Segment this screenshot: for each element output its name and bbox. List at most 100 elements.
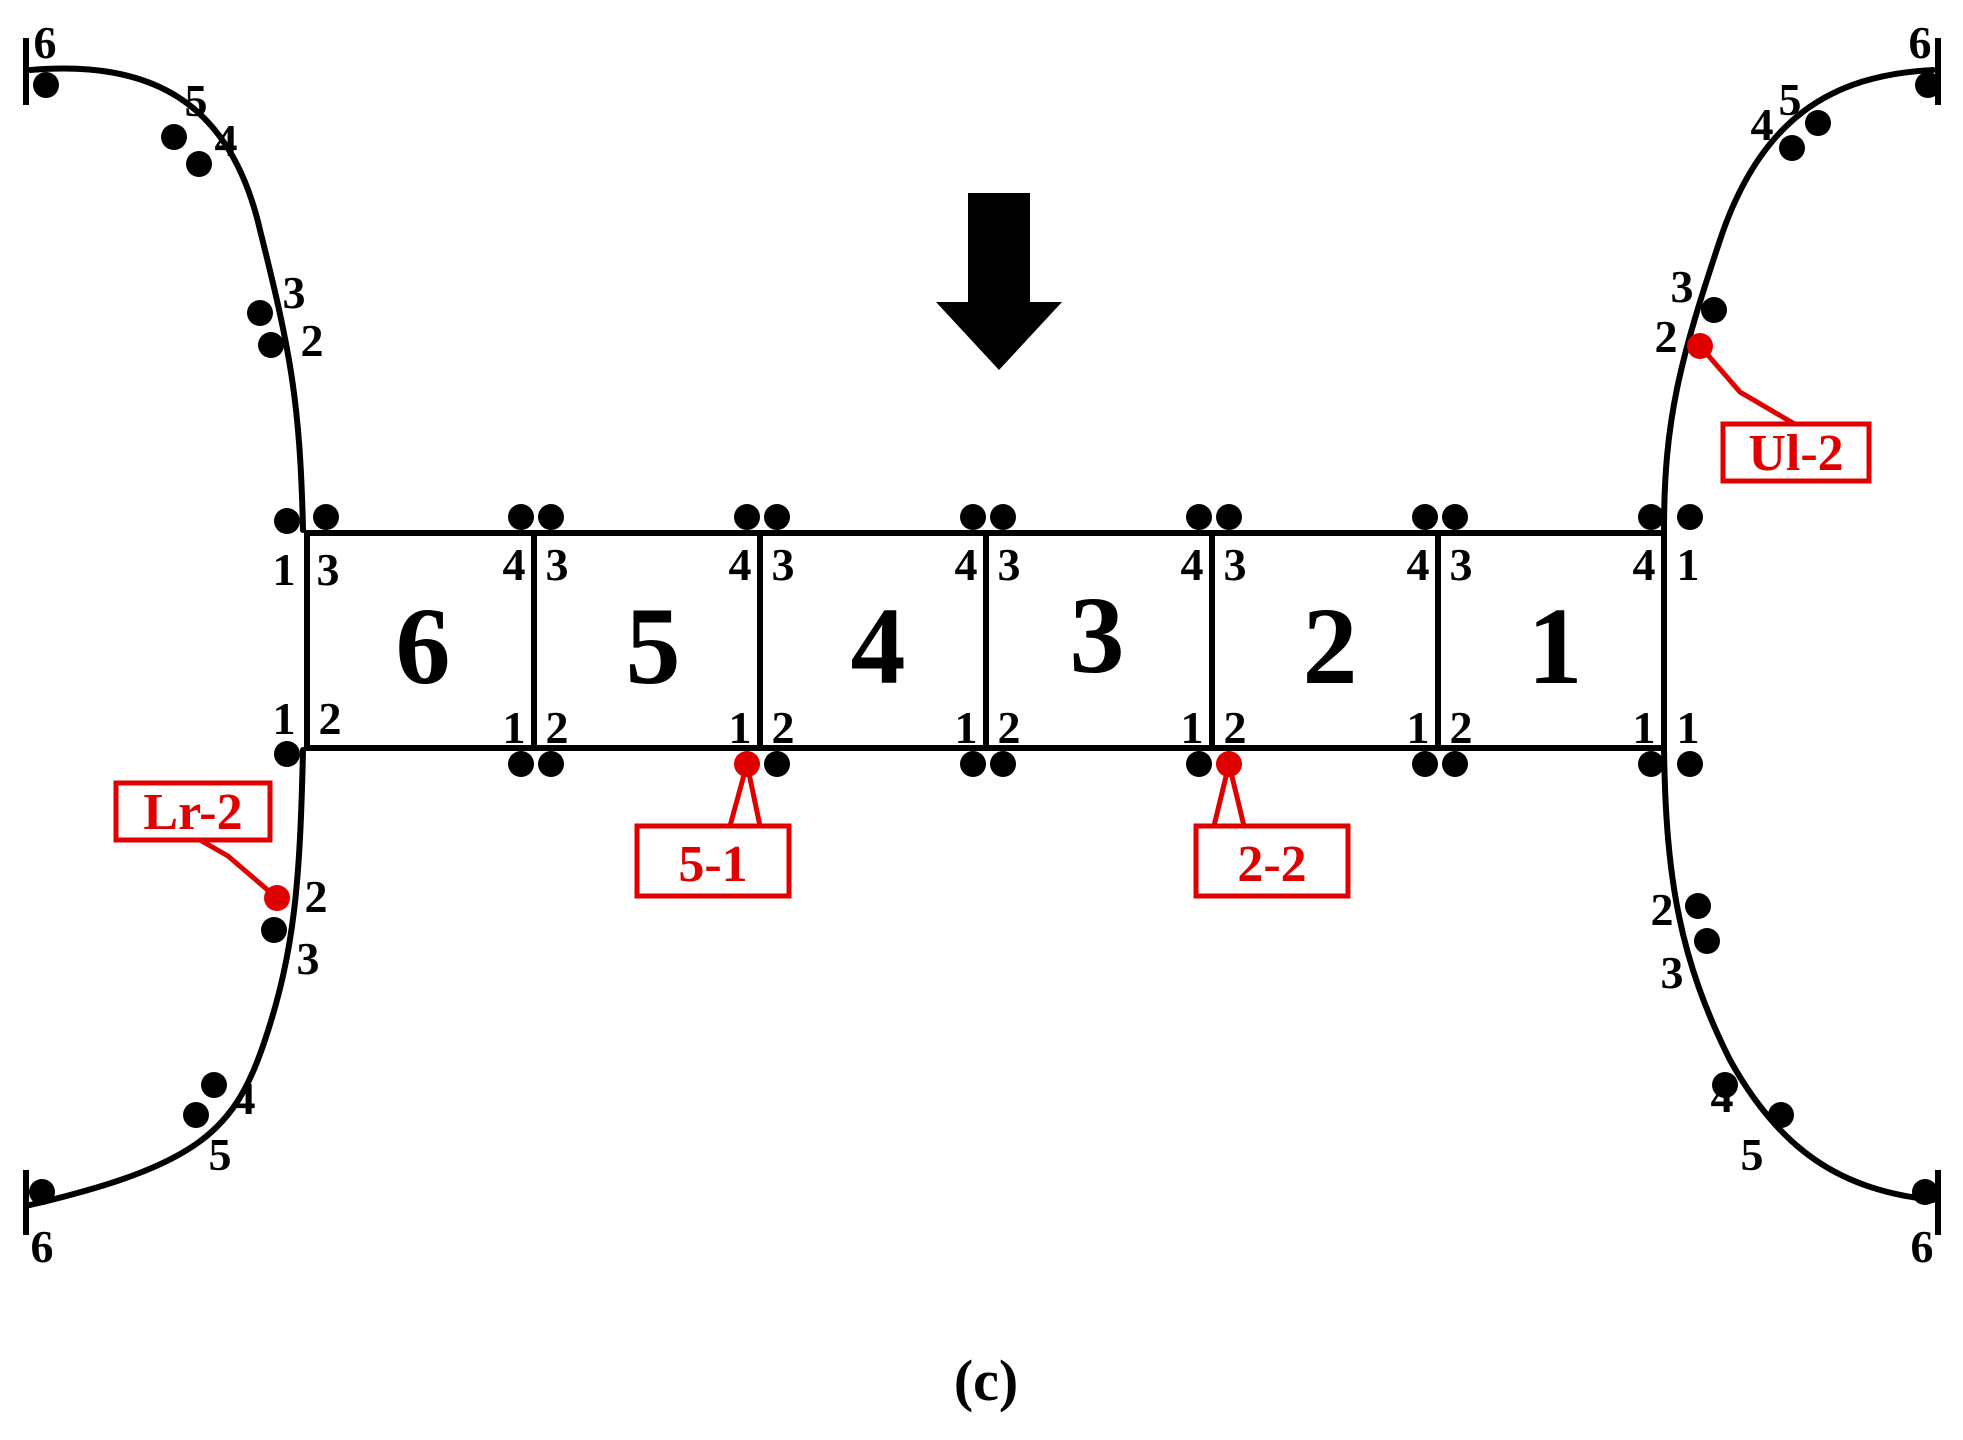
- lower-right-rib: [1661, 747, 1936, 1203]
- joint-label: 4: [1633, 539, 1656, 590]
- arch-label: 4: [233, 1073, 256, 1124]
- arch-label: 6: [31, 1221, 54, 1272]
- joint-label: 1: [1633, 702, 1656, 753]
- leader-line: [1210, 763, 1248, 829]
- arch-label: 2: [1651, 884, 1674, 935]
- leader-line: [1698, 344, 1800, 429]
- figure-caption: (c): [954, 1348, 1018, 1413]
- joint-label: 3: [1224, 539, 1247, 590]
- dot: [1442, 751, 1468, 777]
- dot: [1805, 110, 1831, 136]
- arch-label: 5: [1741, 1129, 1764, 1180]
- arch-label: 6: [1909, 17, 1932, 68]
- bottom-joint-labels: 1 2 1 2 1 2 1 2 1 2 1 2 1 1: [273, 693, 1700, 753]
- joint-label: 3: [1450, 539, 1473, 590]
- callout-box-ul: [1720, 421, 1872, 484]
- dot: [1685, 893, 1711, 919]
- arch-label: 3: [1661, 947, 1684, 998]
- dot: [1186, 504, 1212, 530]
- dot: [161, 124, 187, 150]
- joint-label: 3: [998, 539, 1021, 590]
- callout-box-lr: [113, 780, 273, 843]
- dot: [990, 504, 1016, 530]
- dot: [764, 504, 790, 530]
- dot: [274, 741, 300, 767]
- dot: [1694, 928, 1720, 954]
- arch-label: 3: [1671, 261, 1694, 312]
- dot: [1912, 1179, 1938, 1205]
- joint-label: 4: [1407, 539, 1430, 590]
- arch-label: 2: [305, 871, 328, 922]
- dot: [247, 300, 273, 326]
- dot: [764, 751, 790, 777]
- leader-line: [198, 837, 279, 900]
- callouts: Ul-2 Lr-2 5-1 2-2: [113, 333, 1872, 911]
- arch-label: 6: [34, 17, 57, 68]
- arch-label: 4: [1751, 99, 1774, 150]
- down-arrow-icon: [936, 193, 1062, 370]
- lower-left-rib: [27, 747, 306, 1208]
- joint-label: 4: [955, 539, 978, 590]
- joint-label: 4: [1181, 539, 1204, 590]
- joint-label: 3: [772, 539, 795, 590]
- joint-label: 1: [1677, 539, 1700, 590]
- dot: [258, 332, 284, 358]
- deck-dots: [274, 504, 1703, 777]
- callout-label-lr: Lr-2: [143, 784, 242, 841]
- dot: [508, 751, 534, 777]
- dot: [1186, 751, 1212, 777]
- segment-3: 3: [1070, 574, 1125, 696]
- joint-label: 1: [1677, 702, 1700, 753]
- segment-5: 5: [626, 585, 681, 707]
- dot: [29, 1179, 55, 1205]
- dot: [734, 504, 760, 530]
- dot: [1412, 751, 1438, 777]
- arch-dots: [29, 72, 1941, 1205]
- arch-label: 2: [301, 315, 324, 366]
- dot: [1638, 504, 1664, 530]
- joint-label: 4: [503, 539, 526, 590]
- arch-label: 5: [1779, 74, 1802, 125]
- deck-frame: [304, 530, 1667, 751]
- dot: [1701, 297, 1727, 323]
- dot: [274, 508, 300, 534]
- joint-label: 4: [729, 539, 752, 590]
- joint-label: 1: [955, 702, 978, 753]
- dot: [313, 504, 339, 530]
- dot: [1442, 504, 1468, 530]
- dot: [508, 504, 534, 530]
- arch-label: 4: [215, 115, 238, 166]
- joint-label: 1: [273, 544, 296, 595]
- joint-label: 1: [1407, 702, 1430, 753]
- callout-box-2-2: [1193, 823, 1351, 899]
- dot: [186, 151, 212, 177]
- dot: [1915, 72, 1941, 98]
- segment-6: 6: [396, 585, 451, 707]
- joint-label: 1: [729, 702, 752, 753]
- arch-label: 4: [1711, 1071, 1734, 1122]
- joint-label: 1: [273, 693, 296, 744]
- arch-ribs: [27, 65, 1936, 1208]
- callout-label-2-2: 2-2: [1237, 836, 1306, 893]
- arch-label: 5: [209, 1129, 232, 1180]
- dot: [183, 1102, 209, 1128]
- dot: [1768, 1102, 1794, 1128]
- upper-right-rib: [1661, 67, 1936, 533]
- callout-label-5-1: 5-1: [678, 836, 747, 893]
- arch-label: 3: [297, 933, 320, 984]
- arch-labels: 6 5 4 3 2 6 5 4 3 2 2 3 4 5 6 2 3 4 5 6: [31, 17, 1934, 1272]
- dot: [1712, 1072, 1738, 1098]
- dot: [1677, 751, 1703, 777]
- dot: [538, 751, 564, 777]
- dot: [990, 751, 1016, 777]
- callout-box-5-1: [634, 823, 792, 899]
- joint-label: 3: [546, 539, 569, 590]
- top-joint-labels: 1 3 4 3 4 3 4 3 4 3 4 3 4 1: [273, 539, 1700, 595]
- dot: [538, 504, 564, 530]
- joint-label: 2: [1224, 702, 1247, 753]
- joint-label: 1: [503, 702, 526, 753]
- dot: [1677, 504, 1703, 530]
- arch-label: 2: [1655, 311, 1678, 362]
- segment-numbers: 6 5 4 3 2 1: [396, 574, 1583, 707]
